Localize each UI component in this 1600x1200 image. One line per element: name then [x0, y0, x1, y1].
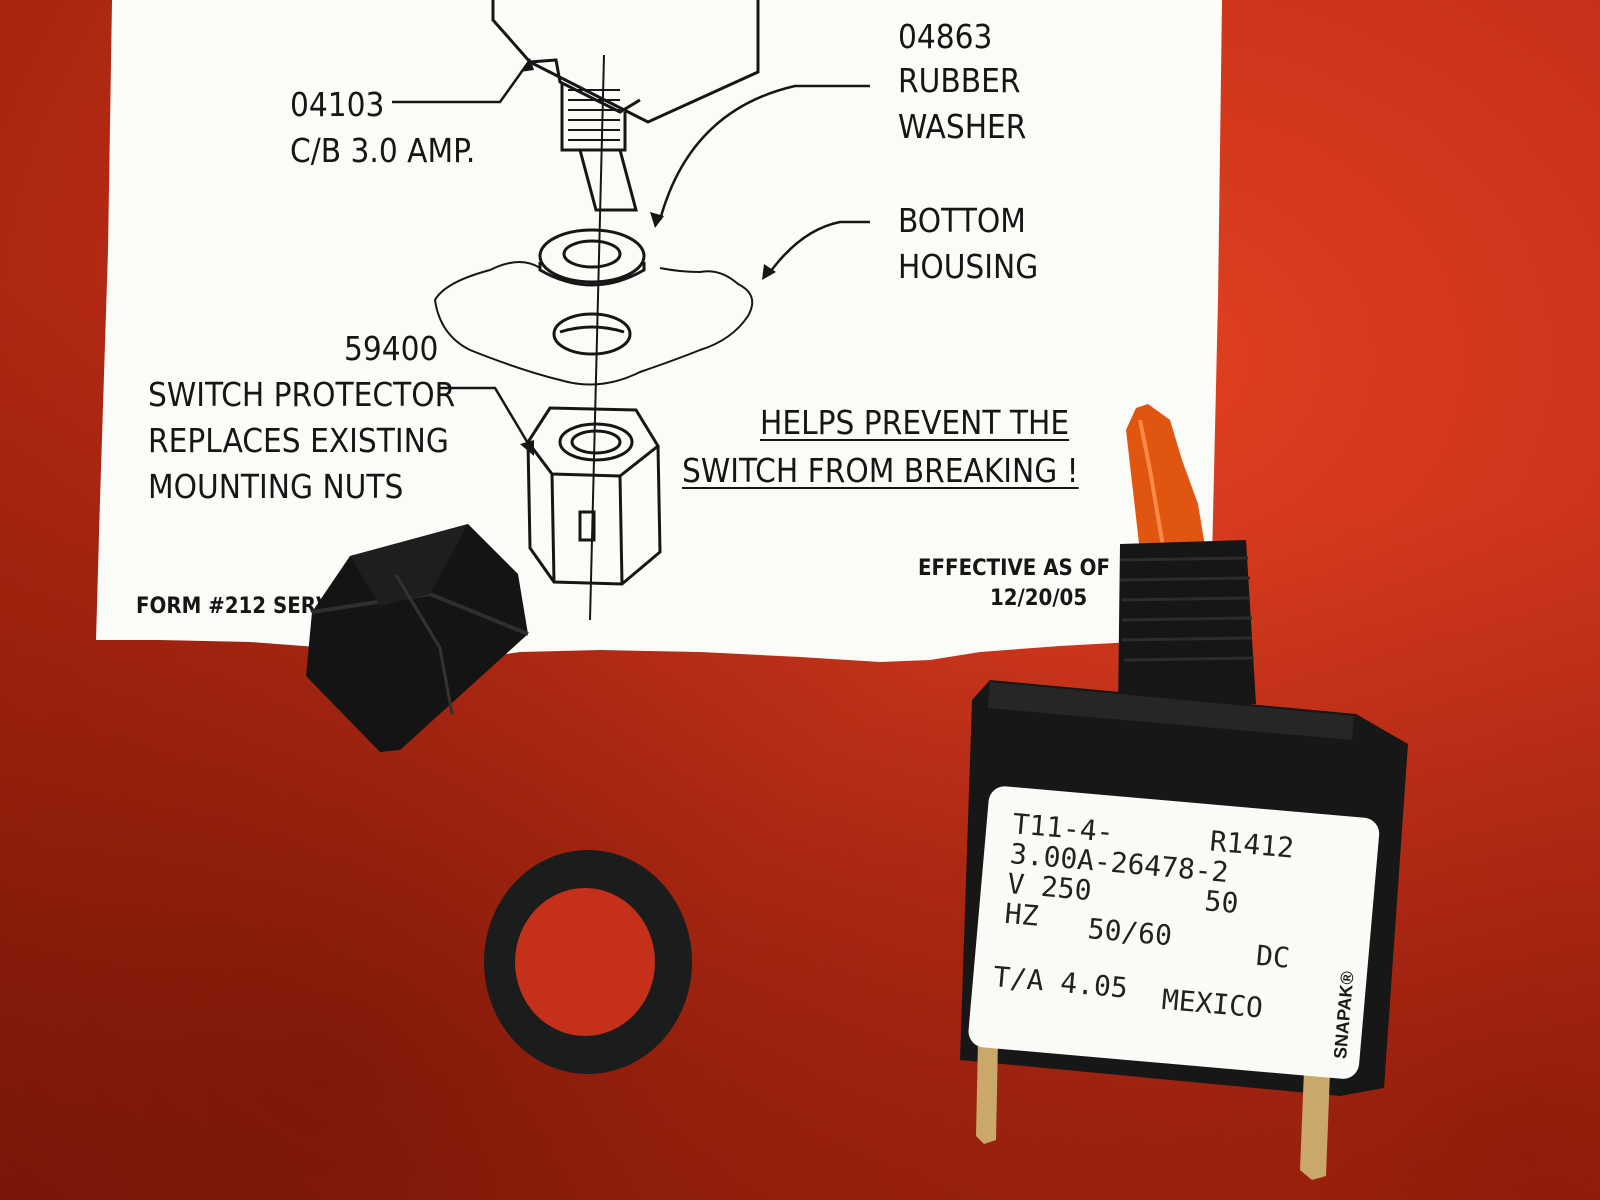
leader-lines	[392, 59, 870, 451]
part-59400-line3: MOUNTING NUTS	[148, 467, 404, 506]
toggle-lever	[1126, 404, 1206, 552]
threaded-bushing	[1118, 540, 1256, 712]
circuit-breaker-drawing	[491, 0, 760, 212]
part-04103-desc: C/B 3.0 AMP.	[290, 131, 476, 170]
bottom-housing-outline	[433, 261, 754, 386]
rubber-washer	[484, 850, 692, 1074]
bottom-housing-line1: BOTTOM	[898, 201, 1026, 240]
hex-nut-drawing	[526, 406, 662, 586]
terminal-right	[1300, 1070, 1330, 1180]
part-04863-line1: RUBBER	[898, 61, 1021, 100]
label-row5-right: MEXICO	[1160, 982, 1265, 1025]
note-line2: SWITCH FROM BREAKING !	[682, 451, 1079, 490]
housing-hole	[552, 312, 632, 356]
switch-rating-label: T11-4- R1412 3.00A-26478-2 V 250 50 HZ 5…	[967, 785, 1381, 1081]
part-04103-number: 04103	[290, 85, 385, 124]
label-row4-right: DC	[1254, 938, 1292, 975]
arrowheads	[520, 58, 776, 456]
part-59400-line2: REPLACES EXISTING	[148, 421, 449, 460]
effective-line1: EFFECTIVE AS OF	[918, 556, 1111, 581]
label-row4-left: HZ	[1003, 896, 1040, 933]
part-04863-line2: WASHER	[898, 107, 1027, 146]
terminal-left	[976, 1040, 998, 1144]
part-59400-number: 59400	[344, 329, 439, 368]
axis-line	[589, 54, 605, 621]
washer-drawing	[538, 228, 646, 287]
part-59400-line1: SWITCH PROTECTOR	[148, 375, 456, 414]
effective-date: 12/20/05	[990, 586, 1088, 611]
note-line1: HELPS PREVENT THE	[760, 403, 1070, 442]
paper-sheet	[96, 0, 1222, 662]
part-04863-number: 04863	[898, 17, 993, 56]
label-row5-left: T/A 4.05	[991, 960, 1130, 1005]
switch-protector-cap	[306, 524, 529, 752]
bottom-housing-line2: HOUSING	[898, 247, 1039, 286]
label-row4-mid: 50/60	[1086, 912, 1174, 953]
label-row3-right: 50	[1203, 884, 1240, 921]
